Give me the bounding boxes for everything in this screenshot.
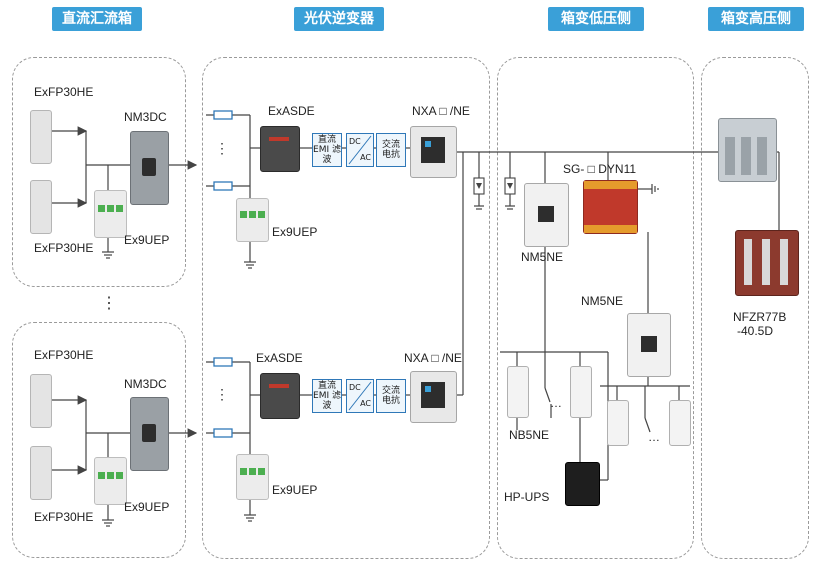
dc-switch-icon [260, 126, 300, 172]
inverter-top-acb-label: NXA □ /NE [412, 104, 470, 118]
ac-reactor-box: 交流 电抗 [376, 379, 406, 413]
inverter-bottom-dc-switch-label: ExASDE [256, 351, 303, 365]
inverter-top-dc-switch-label: ExASDE [268, 104, 315, 118]
switchgear-label-line2: -40.5D [737, 324, 774, 338]
dc-emi-filter-box: 直流 EMI 滤波 [312, 379, 342, 413]
dc-ac-ac-label: AC [360, 399, 371, 408]
mcb-label: NB5NE [509, 428, 550, 442]
mcb-icon [669, 400, 691, 446]
switchgear-label-line1: NFZR77B [733, 310, 787, 324]
spd-icon [94, 457, 127, 505]
ups-icon [565, 462, 600, 506]
feeder-breaker-label: NM5NE [581, 294, 624, 308]
panel-combiner-top [12, 57, 186, 287]
inverter-bottom-dots: ⋮ [215, 386, 229, 402]
panel-inverter [202, 57, 490, 559]
moulded-case-breaker-icon [627, 313, 671, 377]
header-box-low-voltage: 箱变低压侧 [548, 7, 644, 31]
dc-ac-converter-box: DC AC [346, 379, 374, 413]
header-box-high-voltage: 箱变高压侧 [708, 7, 804, 31]
combiner-top-spd-label: Ex9UEP [124, 233, 170, 247]
dc-switch-icon [260, 373, 300, 419]
mcb-icon [507, 366, 529, 418]
mcb-icon [570, 366, 592, 418]
combiner-bottom-spd-label: Ex9UEP [124, 500, 170, 514]
dc-ac-dc-label: DC [349, 137, 361, 146]
combiner-bottom-breaker-label: NM3DC [124, 377, 167, 391]
combiner-top-breaker-label: NM3DC [124, 110, 167, 124]
inverter-bottom-acb-label: NXA □ /NE [404, 351, 462, 365]
dc-breaker-icon [130, 397, 169, 471]
dry-transformer-icon [583, 180, 638, 234]
inverter-top-dots: ⋮ [215, 140, 229, 156]
main-breaker-label: NM5NE [521, 250, 564, 264]
load-switch-icon [735, 230, 799, 296]
panel-combiner-bottom [12, 322, 186, 558]
lv-dots: … [550, 396, 562, 410]
combiner-top-fuse-bottom-label: ExFP30HE [34, 241, 94, 255]
combiner-bottom-fuse-top-label: ExFP30HE [34, 348, 94, 362]
combiner-bottom-fuse-bottom-label: ExFP30HE [34, 510, 94, 524]
air-circuit-breaker-icon [410, 371, 457, 423]
lv-dots: … [648, 430, 660, 444]
spd-icon [236, 198, 269, 242]
combiner-top-fuse-top-label: ExFP30HE [34, 85, 94, 99]
spd-icon [94, 190, 127, 238]
dc-breaker-icon [130, 131, 169, 205]
fuse-holder-icon [30, 446, 52, 500]
dc-ac-ac-label: AC [360, 153, 371, 162]
moulded-case-breaker-icon [524, 183, 569, 247]
mcb-icon [607, 400, 629, 446]
fuse-holder-icon [30, 374, 52, 428]
dc-emi-filter-box: 直流 EMI 滤波 [312, 133, 342, 167]
air-circuit-breaker-icon [410, 126, 457, 178]
fuse-holder-icon [30, 110, 52, 164]
inverter-top-spd-label: Ex9UEP [272, 225, 318, 239]
inverter-bottom-spd-label: Ex9UEP [272, 483, 318, 497]
fuse-holder-icon [30, 180, 52, 234]
spd-icon [236, 454, 269, 500]
combiner-dots: ⋮ [101, 295, 117, 312]
dc-ac-dc-label: DC [349, 383, 361, 392]
panel-low-voltage [497, 57, 694, 559]
ac-reactor-box: 交流 电抗 [376, 133, 406, 167]
ups-label: HP-UPS [504, 490, 550, 504]
header-pv-inverter: 光伏逆变器 [294, 7, 384, 31]
dc-ac-converter-box: DC AC [346, 133, 374, 167]
panel-high-voltage [701, 57, 809, 559]
header-dc-combiner: 直流汇流箱 [52, 7, 142, 31]
oil-transformer-icon [718, 118, 777, 182]
transformer-label: SG- □ DYN11 [563, 162, 637, 176]
